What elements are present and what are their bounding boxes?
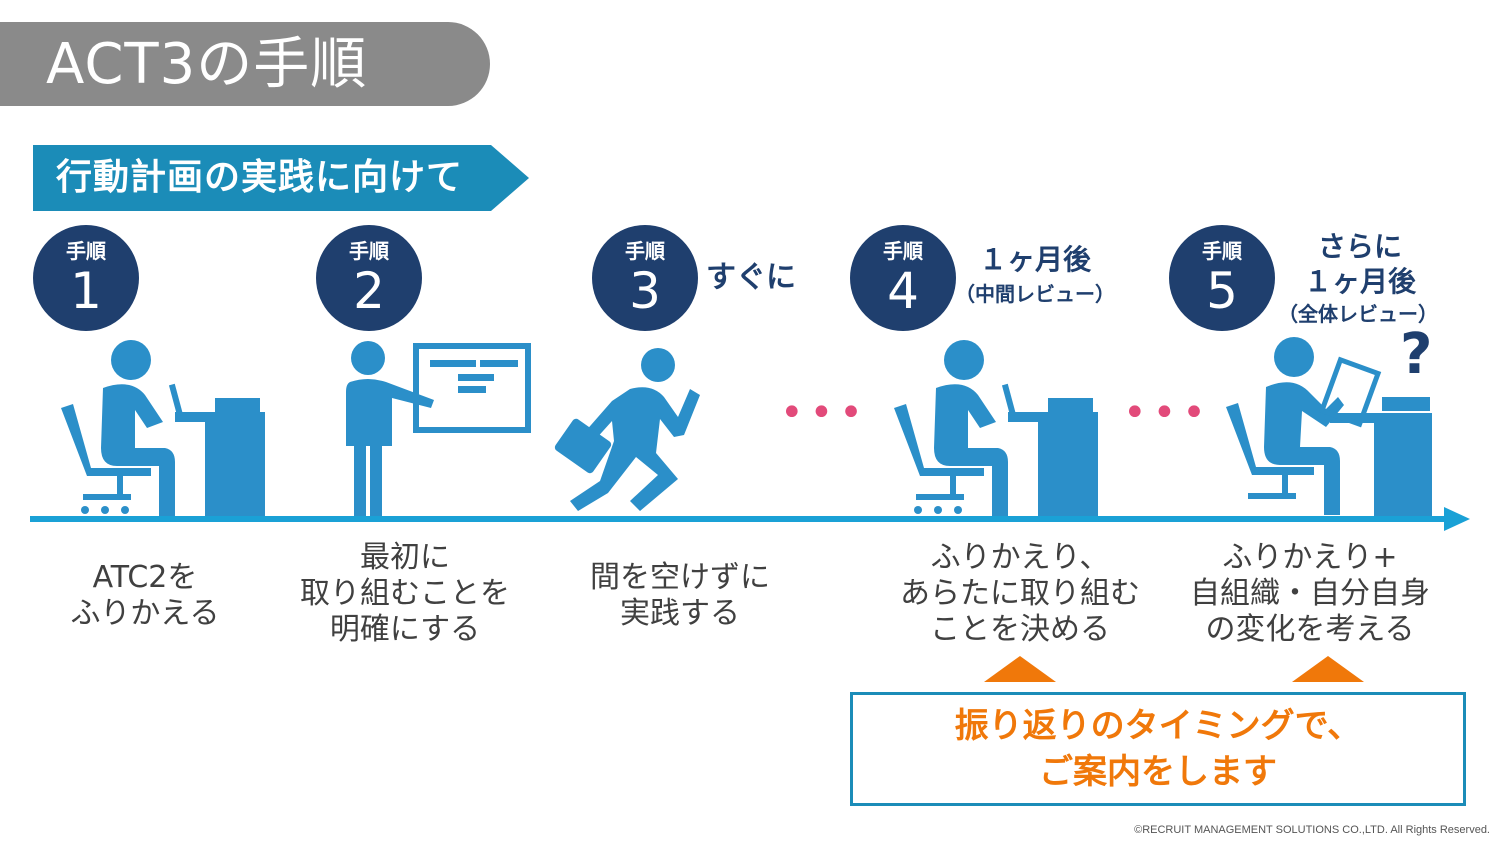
person-at-desk-icon: [61, 340, 265, 518]
step-1-description: ATC2を ふりかえる: [70, 560, 220, 631]
step-4-note: １ヶ月後: [978, 243, 1091, 276]
person-reading-icon: [1226, 337, 1432, 518]
copyright-notice: ©RECRUIT MANAGEMENT SOLUTIONS CO.,LTD. A…: [1134, 824, 1490, 836]
step-number: 1: [70, 262, 102, 320]
title-pill: [0, 22, 490, 106]
step-4-note-sub: （中間レビュー）: [955, 282, 1115, 306]
continuation-dots-1: •••: [780, 390, 869, 436]
callout-pointer-icon: [1292, 656, 1364, 682]
step-number: 2: [353, 262, 385, 320]
step-3-description: 間を空けずに 実践する: [590, 560, 770, 631]
section-banner: [33, 145, 529, 211]
step-3-note: すぐに: [706, 260, 796, 295]
step-2-description: 最初に 取り組むことを 明確にする: [300, 540, 510, 647]
step-number: 5: [1206, 262, 1238, 320]
page-title: ACT3の手順: [46, 32, 368, 97]
callout-line-1: 振り返りのタイミングで、: [954, 706, 1362, 746]
step-3-badge: 手順 3: [592, 225, 698, 331]
callout-box: [850, 692, 1466, 806]
step-5-note-sub: （全体レビュー）: [1278, 302, 1438, 326]
step-5-note-1: さらに: [1317, 230, 1402, 263]
step-2-badge: 手順 2: [316, 225, 422, 331]
banner-text: 行動計画の実践に向けて: [56, 157, 464, 198]
step-label: 手順: [1202, 239, 1242, 263]
step-label: 手順: [349, 239, 389, 263]
step-4-description: ふりかえり、 あらたに取り組む ことを決める: [900, 540, 1140, 647]
step-label: 手順: [66, 239, 106, 263]
step-label: 手順: [883, 239, 923, 263]
person-at-desk-icon: [894, 340, 1098, 518]
step-number: 4: [887, 262, 919, 320]
step-5-badge: 手順 5: [1169, 225, 1275, 331]
step-number: 3: [629, 262, 661, 320]
step-5-description: ふりかえり+ 自組織・自分自身 の変化を考える: [1190, 540, 1430, 647]
callout-line-2: ご案内をします: [1039, 752, 1277, 792]
presenter-icon: [346, 341, 531, 516]
question-mark-icon: ?: [1400, 322, 1433, 387]
timeline-line: [30, 516, 1450, 522]
callout-pointer-icon: [984, 656, 1056, 682]
continuation-dots-2: •••: [1123, 390, 1212, 436]
step-1-badge: 手順 1: [33, 225, 139, 331]
step-label: 手順: [625, 239, 665, 263]
runner-with-briefcase-icon: [554, 348, 700, 511]
step-5-note-2: １ヶ月後: [1303, 265, 1416, 298]
step-4-badge: 手順 4: [850, 225, 956, 331]
timeline-arrow-icon: [1444, 507, 1470, 531]
